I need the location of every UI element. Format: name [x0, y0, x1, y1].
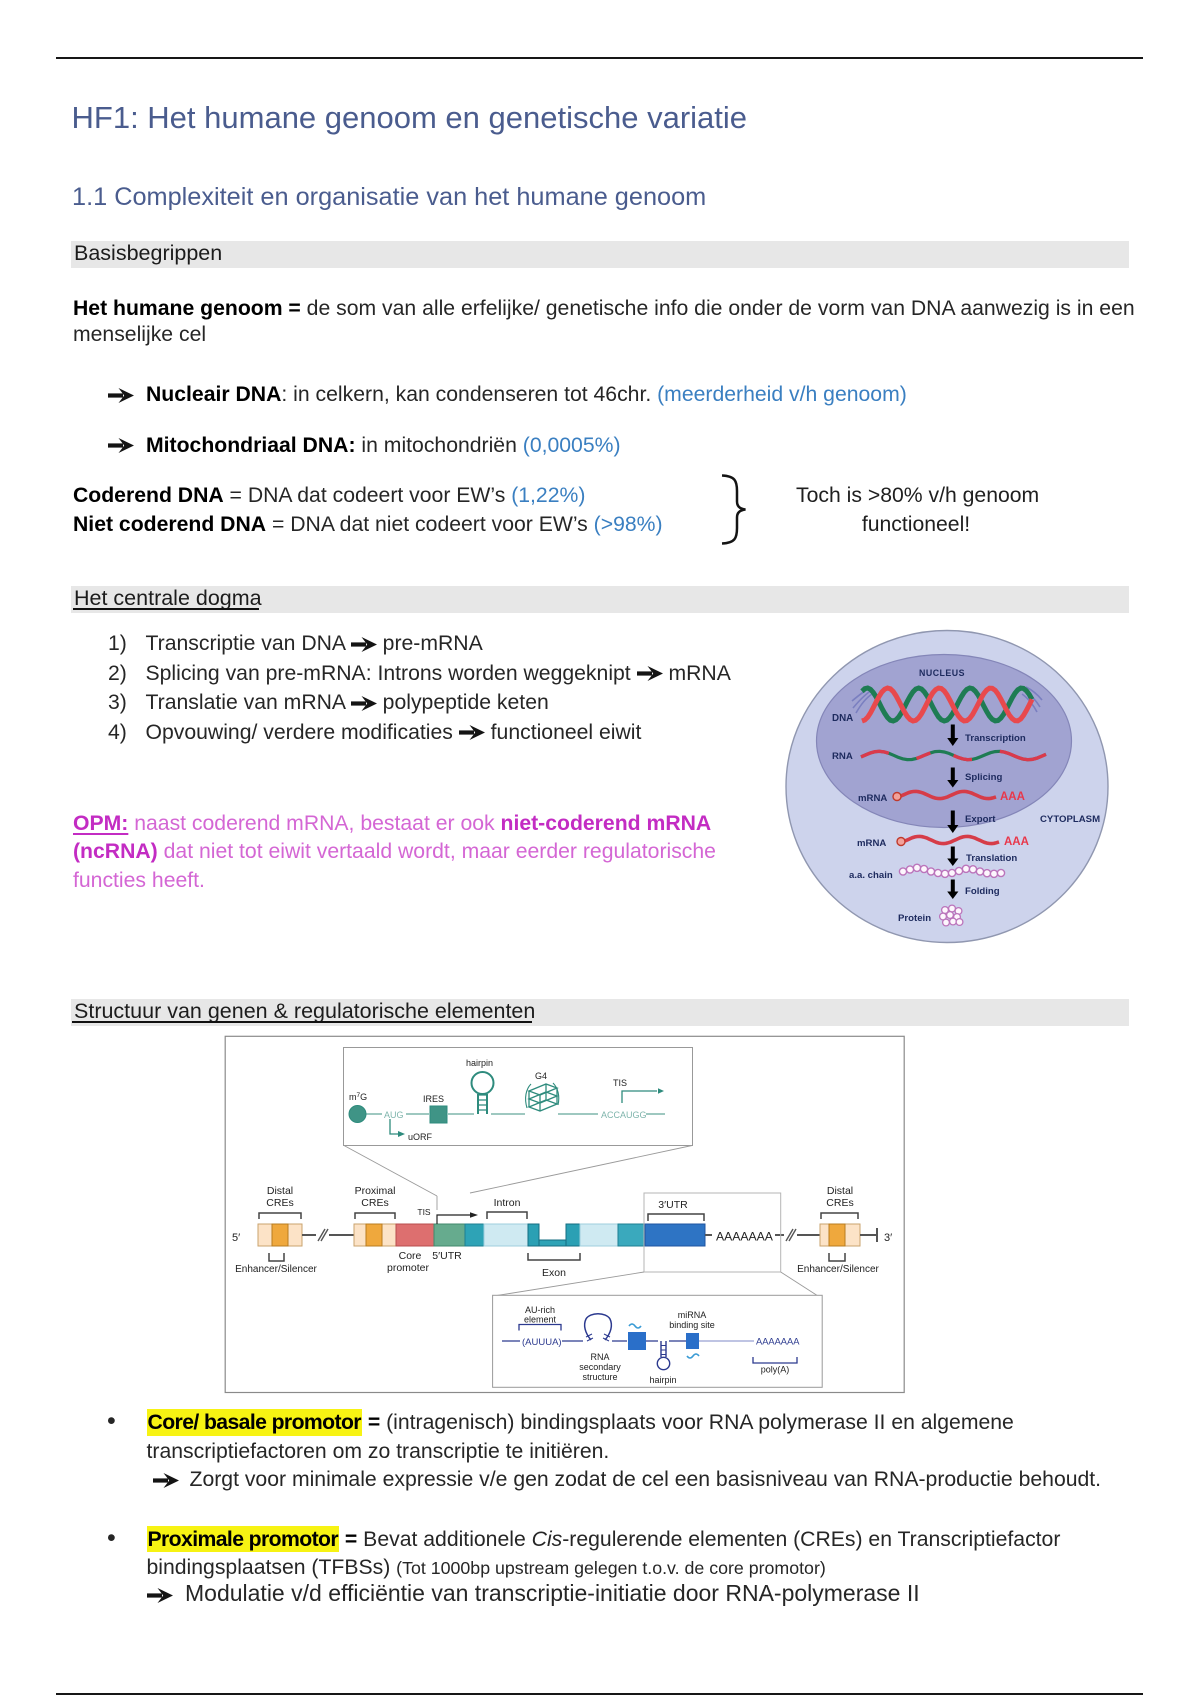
svg-text:secondary: secondary: [579, 1362, 621, 1372]
svg-text:ACCAUGG: ACCAUGG: [601, 1110, 647, 1120]
svg-text:Proximal: Proximal: [355, 1185, 396, 1197]
svg-text:mRNA: mRNA: [857, 838, 886, 849]
svg-text:RNA: RNA: [832, 751, 853, 762]
svg-text:DNA: DNA: [832, 713, 853, 724]
svg-text:Transcription: Transcription: [965, 733, 1026, 744]
svg-text:CYTOPLASM: CYTOPLASM: [1040, 814, 1100, 825]
svg-text:Protein: Protein: [898, 913, 931, 924]
svg-text:3′: 3′: [884, 1232, 892, 1244]
svg-text:hairpin: hairpin: [649, 1375, 676, 1385]
svg-text:AAAAAAA: AAAAAAA: [716, 1230, 774, 1244]
svg-text:m7G: m7G: [349, 1092, 367, 1102]
svg-text:Enhancer/Silencer: Enhancer/Silencer: [235, 1264, 317, 1275]
svg-text:uORF: uORF: [408, 1132, 433, 1142]
svg-text:a.a. chain: a.a. chain: [849, 870, 893, 881]
svg-text:AAA: AAA: [1004, 836, 1029, 848]
svg-text:Translation: Translation: [966, 853, 1017, 864]
svg-text:promoter: promoter: [387, 1262, 430, 1274]
svg-text:CREs: CREs: [826, 1197, 853, 1209]
svg-text:Enhancer/Silencer: Enhancer/Silencer: [797, 1264, 879, 1275]
svg-text:NUCLEUS: NUCLEUS: [919, 668, 965, 678]
svg-text:TIS: TIS: [613, 1078, 627, 1088]
svg-text:hairpin: hairpin: [466, 1058, 493, 1068]
svg-text:structure: structure: [582, 1372, 617, 1382]
svg-text:AAA: AAA: [1000, 791, 1025, 803]
svg-text:Core: Core: [399, 1250, 422, 1262]
svg-text:TIS: TIS: [417, 1207, 431, 1217]
svg-text:5′UTR: 5′UTR: [432, 1250, 462, 1262]
svg-text:Distal: Distal: [827, 1185, 853, 1197]
svg-text:AU-rich: AU-rich: [525, 1305, 555, 1315]
svg-text:IRES: IRES: [423, 1094, 444, 1104]
svg-text:3′UTR: 3′UTR: [658, 1199, 688, 1211]
svg-text:5′: 5′: [232, 1232, 240, 1244]
svg-text:Splicing: Splicing: [965, 772, 1002, 783]
svg-text:RNA: RNA: [590, 1352, 609, 1362]
svg-text:CREs: CREs: [266, 1197, 293, 1209]
svg-text:Exon: Exon: [542, 1267, 566, 1279]
svg-text:Folding: Folding: [965, 886, 1000, 897]
svg-text:CREs: CREs: [361, 1197, 388, 1209]
svg-text:binding site: binding site: [669, 1320, 715, 1330]
svg-text:Distal: Distal: [267, 1185, 293, 1197]
svg-text:mRNA: mRNA: [858, 793, 887, 804]
svg-text:AUG: AUG: [384, 1110, 404, 1120]
svg-text:G4: G4: [535, 1071, 547, 1081]
svg-text:AAAAAAA: AAAAAAA: [756, 1337, 800, 1347]
svg-text:miRNA: miRNA: [678, 1310, 707, 1320]
svg-text:Intron: Intron: [494, 1197, 521, 1209]
svg-text:element: element: [524, 1315, 557, 1325]
svg-text:Export: Export: [965, 814, 996, 825]
svg-text:poly(A): poly(A): [761, 1365, 790, 1375]
svg-text:(AUUUA): (AUUUA): [522, 1337, 562, 1348]
